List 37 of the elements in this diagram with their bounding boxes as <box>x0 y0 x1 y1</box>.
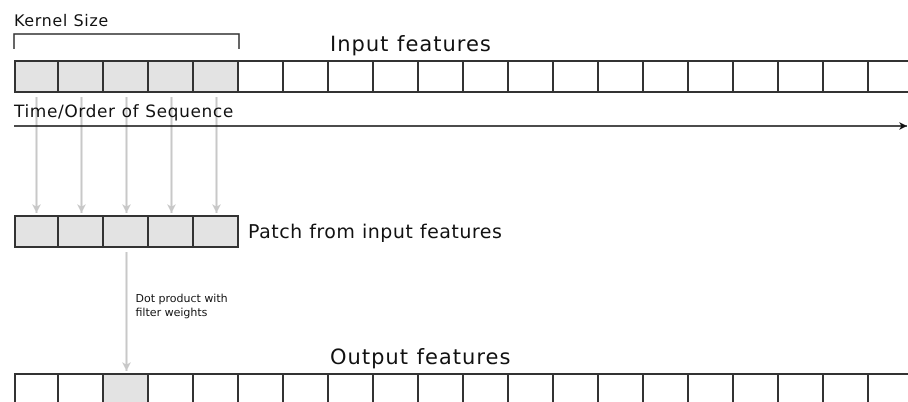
arrow <box>77 97 86 213</box>
sequence-cell <box>777 60 824 93</box>
arrow <box>122 97 131 213</box>
bracket-label: Kernel Size <box>14 11 109 30</box>
sequence-cell <box>552 60 599 93</box>
sequence-cell <box>822 60 869 93</box>
sequence-cell <box>462 60 509 93</box>
sequence-cell <box>102 215 149 248</box>
sequence-cell <box>732 60 779 93</box>
sequence-cell <box>102 373 149 402</box>
sequence-cell <box>147 60 194 93</box>
sequence-cell <box>57 215 104 248</box>
edge-label: Dot product with filter weights <box>136 292 229 320</box>
sequence-cell <box>642 60 689 93</box>
sequence-cell <box>372 60 419 93</box>
row-caption: Patch from input features <box>248 220 502 244</box>
arrow <box>167 97 176 213</box>
sequence-cell <box>687 60 734 93</box>
sequence-cell <box>867 60 908 93</box>
arrow <box>212 97 221 213</box>
sequence-cell <box>192 60 239 93</box>
arrow <box>122 252 131 371</box>
sequence-cell <box>102 60 149 93</box>
sequence-cell <box>237 60 284 93</box>
arrow <box>32 97 41 213</box>
sequence-cell <box>597 60 644 93</box>
axis-label: Time/Order of Sequence <box>14 102 234 122</box>
sequence-cell <box>192 215 239 248</box>
sequence-cell <box>57 373 104 402</box>
sequence-cell <box>57 60 104 93</box>
sequence-cell <box>282 60 329 93</box>
row-heading: Output features <box>330 345 512 369</box>
sequence-cell <box>417 60 464 93</box>
sequence-cell <box>507 60 554 93</box>
sequence-cell <box>327 60 374 93</box>
row-heading: Input features <box>330 32 492 56</box>
sequence-cell <box>147 215 194 248</box>
